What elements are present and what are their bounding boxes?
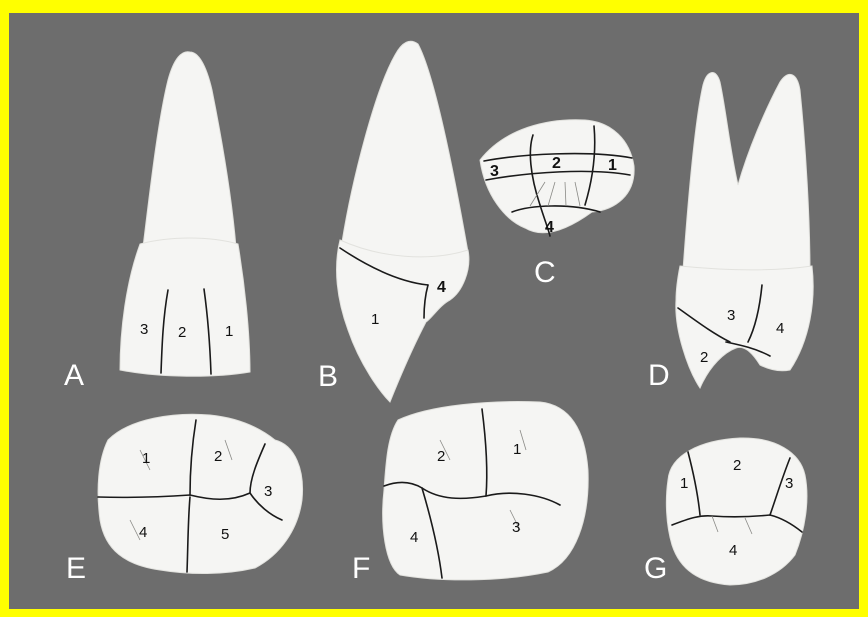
tooth-e-label-5: 5 xyxy=(221,526,229,543)
tooth-c: 3 2 1 4 C xyxy=(480,120,634,289)
tooth-c-label-2: 2 xyxy=(552,155,561,172)
tooth-b-root xyxy=(342,41,468,259)
tooth-b: 1 4 B xyxy=(318,41,469,402)
tooth-e-label-3: 3 xyxy=(264,483,272,500)
tooth-f-body xyxy=(383,402,589,580)
tooth-f-label-4: 4 xyxy=(410,529,418,546)
tooth-d-roots xyxy=(683,73,810,272)
panel-letter-c: C xyxy=(534,256,556,289)
panel-letter-f: F xyxy=(352,552,370,585)
tooth-g-label-4: 4 xyxy=(729,542,737,559)
tooth-b-label-4: 4 xyxy=(437,279,446,296)
tooth-a-label-2: 2 xyxy=(178,324,186,341)
tooth-a: 3 2 1 A xyxy=(64,52,250,392)
tooth-g-label-3: 3 xyxy=(785,475,793,492)
tooth-d-crown xyxy=(676,266,813,388)
panel-letter-d: D xyxy=(648,359,670,392)
tooth-d-label-3: 3 xyxy=(727,307,735,324)
tooth-a-crown xyxy=(120,238,250,376)
tooth-a-root xyxy=(143,52,236,247)
tooth-e-label-1: 1 xyxy=(142,450,150,467)
tooth-d-label-2: 2 xyxy=(700,349,708,366)
panel-letter-g: G xyxy=(644,552,667,585)
tooth-f-label-3: 3 xyxy=(512,519,520,536)
panel-letter-e: E xyxy=(66,552,86,585)
panel-letter-b: B xyxy=(318,360,338,393)
panel-letter-a: A xyxy=(64,359,84,392)
tooth-a-label-3: 3 xyxy=(140,321,148,338)
tooth-c-label-4: 4 xyxy=(545,219,554,236)
tooth-g: 2 1 3 4 G xyxy=(644,438,807,585)
tooth-c-label-3: 3 xyxy=(490,163,499,180)
tooth-f-label-1: 1 xyxy=(513,441,521,458)
tooth-c-label-1: 1 xyxy=(608,157,617,174)
tooth-f: 2 1 4 3 F xyxy=(352,402,588,585)
tooth-b-label-1: 1 xyxy=(371,311,379,328)
tooth-c-body xyxy=(480,120,634,233)
tooth-d: 3 4 2 D xyxy=(648,73,813,392)
tooth-e-label-2: 2 xyxy=(214,448,222,465)
tooth-d-label-4: 4 xyxy=(776,320,784,337)
tooth-b-crown xyxy=(337,240,469,402)
tooth-e-label-4: 4 xyxy=(139,524,147,541)
tooth-f-label-2: 2 xyxy=(437,448,445,465)
tooth-g-label-1: 1 xyxy=(680,475,688,492)
tooth-e: 1 2 3 4 5 E xyxy=(66,414,303,585)
tooth-a-label-1: 1 xyxy=(225,323,233,340)
tooth-g-label-2: 2 xyxy=(733,457,741,474)
